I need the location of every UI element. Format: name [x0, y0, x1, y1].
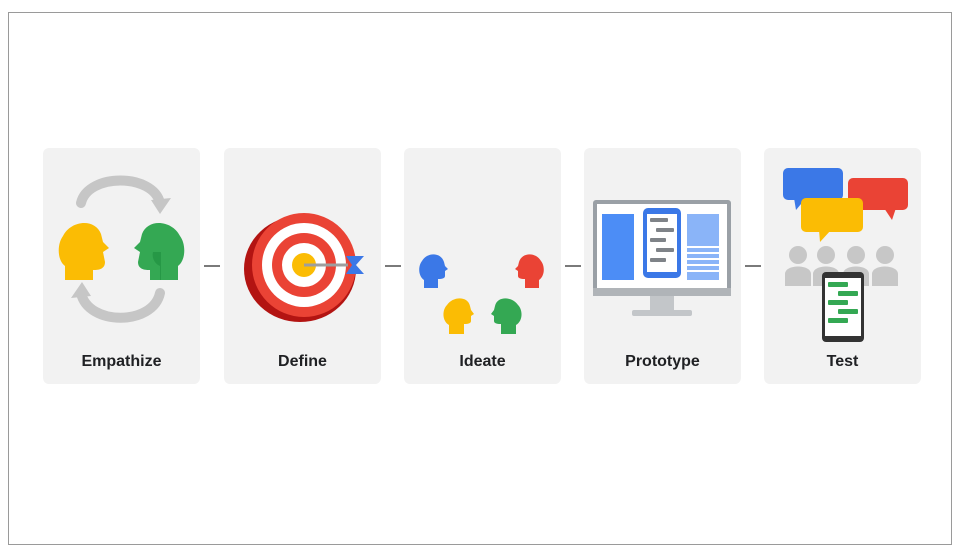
stage-label: Test	[826, 353, 859, 370]
connector-line	[565, 265, 581, 267]
connector-line	[204, 265, 220, 267]
stage-label: Define	[278, 353, 327, 370]
connector-line	[745, 265, 761, 267]
stage-card-empathize: Empathize	[43, 148, 200, 384]
test-users-chat-icon	[783, 168, 908, 342]
stage-card-prototype: Prototype	[584, 148, 741, 384]
stage-label: Ideate	[459, 353, 506, 370]
stage-card-ideate: Ideate	[404, 148, 561, 384]
stage-card-define: Define	[224, 148, 381, 384]
ideate-heads-icon	[419, 254, 544, 334]
stage-label: Prototype	[625, 353, 700, 370]
target-arrow-icon	[244, 213, 364, 322]
empathize-heads-icon	[58, 175, 185, 323]
stage-card-test: Test	[764, 148, 921, 384]
monitor-phone-icon	[593, 200, 731, 316]
connector-line	[385, 265, 401, 267]
stage-label: Empathize	[81, 353, 162, 370]
